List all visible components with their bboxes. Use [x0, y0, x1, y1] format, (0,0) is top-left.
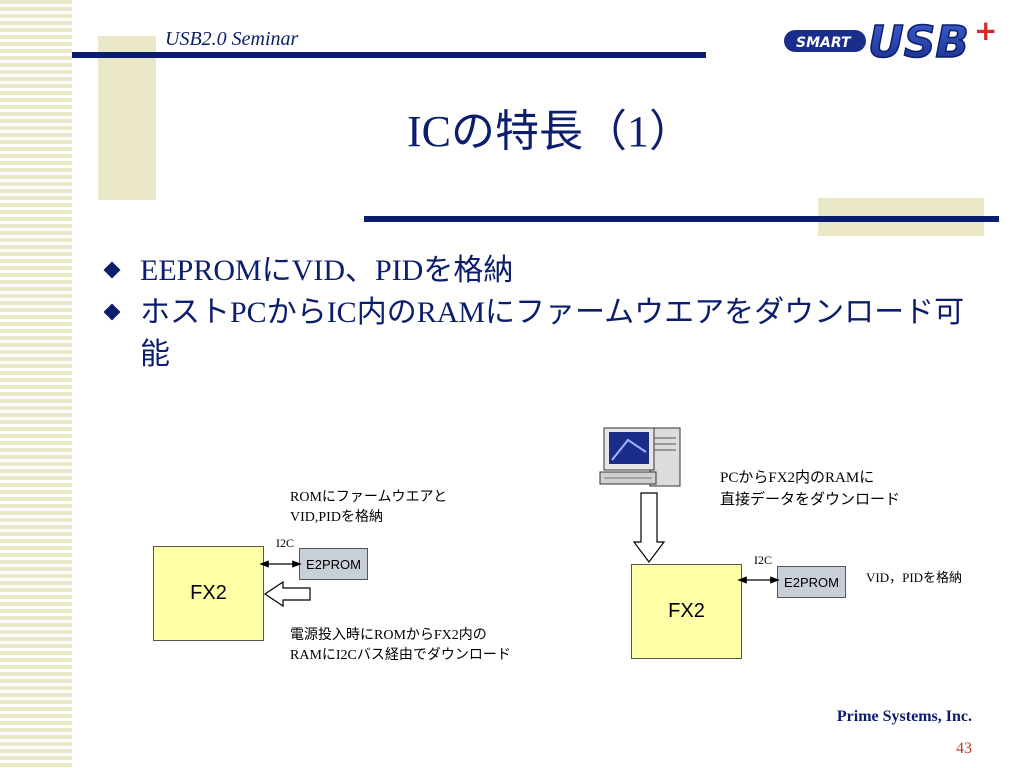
bullet-item: EEPROMにVID、PIDを格納 — [103, 250, 984, 292]
fx2-box-left: FX2 — [153, 546, 264, 641]
e2prom-box-left: E2PROM — [299, 548, 368, 580]
top-decorative-square — [98, 36, 156, 200]
hollow-arrow-icon — [632, 492, 666, 563]
footer-company: Prime Systems, Inc. — [836, 708, 972, 725]
rom-note-line2: VID,PIDを格納 — [290, 510, 383, 525]
svg-text:SMART: SMART — [796, 35, 852, 51]
pc-note: PCからFX2内のRAMに 直接データをダウンロード — [720, 467, 900, 511]
boot-note-line2: RAMにI2Cバス経由でダウンロード — [290, 648, 511, 663]
boot-note: 電源投入時にROMからFX2内の RAMにI2Cバス経由でダウンロード — [290, 626, 511, 666]
computer-icon — [599, 427, 681, 487]
rom-note: ROMにファームウエアと VID,PIDを格納 — [290, 488, 447, 528]
i2c-label-left: I2C — [276, 536, 294, 550]
bullet-list: EEPROMにVID、PIDを格納 ホストPCからIC内のRAMにファームウエア… — [103, 250, 984, 376]
bottom-decorative-line — [364, 216, 999, 222]
pc-note-line2: 直接データをダウンロード — [720, 492, 901, 508]
seminar-title: USB2.0 Seminar — [165, 28, 299, 50]
slide-title: ICの特長（1） — [407, 107, 693, 156]
bullet-item: ホストPCからIC内のRAMにファームウエアをダウンロード可能 — [103, 292, 984, 376]
fx2-box-right: FX2 — [631, 564, 742, 659]
i2c-label-right: I2C — [754, 553, 772, 567]
left-decorative-stripes — [0, 0, 72, 768]
page-number: 43 — [956, 740, 972, 757]
logo-plus-icon: + — [974, 14, 997, 47]
smart-usb-logo: SMART USB + — [784, 14, 997, 66]
hollow-arrow-icon — [263, 580, 311, 608]
bullet-text: ホストPCからIC内のRAMにファームウエアをダウンロード可能 — [140, 296, 965, 371]
e2prom-box-right: E2PROM — [777, 566, 846, 598]
bullet-text: EEPROMにVID、PIDを格納 — [140, 254, 514, 287]
top-decorative-line — [72, 52, 706, 58]
logo-main-text: USB — [868, 17, 969, 66]
vid-pid-note: VID，PIDを格納 — [866, 570, 963, 585]
pc-note-line1: PCからFX2内のRAMに — [720, 470, 875, 486]
rom-note-line1: ROMにファームウエアと — [290, 490, 448, 505]
logo-left-pill: SMART — [784, 30, 866, 52]
boot-note-line1: 電源投入時にROMからFX2内の — [290, 628, 487, 643]
